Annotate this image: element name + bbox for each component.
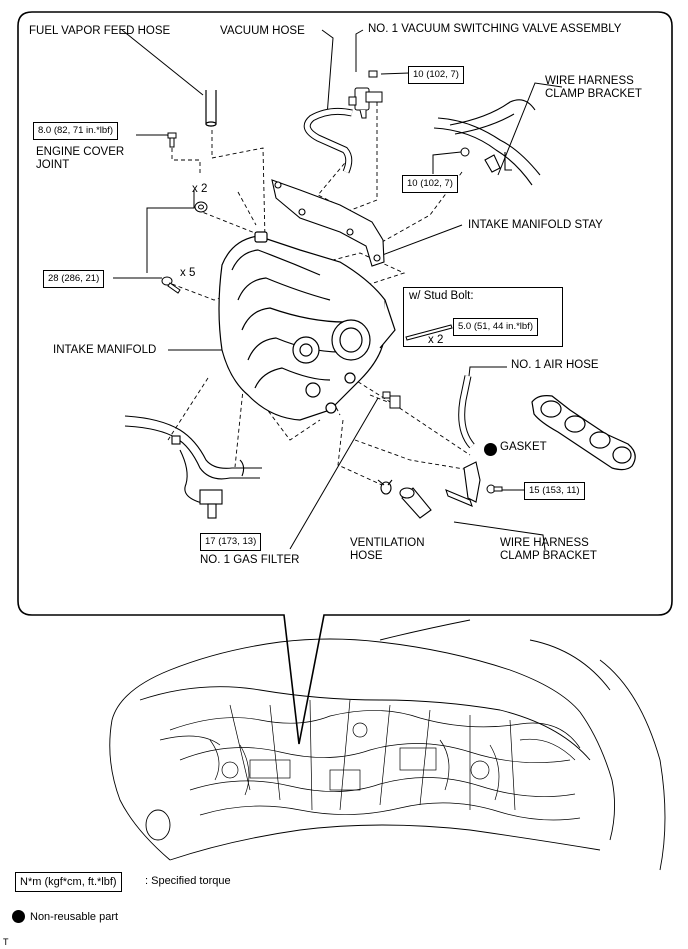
torque-stud-bolt: 5.0 (51, 44 in.*lbf) bbox=[453, 318, 538, 336]
bracket-bolt-bottom bbox=[486, 484, 503, 494]
label-gasket: GASKET bbox=[500, 441, 547, 453]
leader-lines bbox=[113, 29, 563, 551]
engine-cover-joint-part bbox=[167, 132, 177, 148]
stud-bolt-inset bbox=[403, 287, 563, 347]
label-stud-bolt: w/ Stud Bolt: bbox=[409, 290, 474, 302]
fuel-vapor-hose-part bbox=[205, 90, 217, 127]
ventilation-hose-part bbox=[399, 487, 432, 519]
manifold-bolt-part bbox=[161, 276, 181, 294]
label-vacuum-hose: VACUUM HOSE bbox=[220, 25, 305, 37]
intake-manifold-part bbox=[218, 231, 396, 421]
qty-bolts: x 5 bbox=[180, 267, 196, 279]
qty-nut: x 2 bbox=[192, 183, 208, 195]
label-intake-manifold: INTAKE MANIFOLD bbox=[53, 344, 157, 356]
hose-clamp-part bbox=[377, 479, 393, 495]
label-wire-harness-bracket-bottom: WIRE HARNESS CLAMP BRACKET bbox=[500, 537, 597, 562]
torque-engine-cover-joint: 8.0 (82, 71 in.*lbf) bbox=[33, 122, 118, 140]
label-air-hose: NO. 1 AIR HOSE bbox=[511, 359, 599, 371]
footer-code: T bbox=[3, 937, 9, 947]
label-vsv-assembly: NO. 1 VACUUM SWITCHING VALVE ASSEMBLY bbox=[368, 23, 622, 35]
label-fuel-vapor-feed-hose: FUEL VAPOR FEED HOSE bbox=[29, 25, 171, 37]
left-harness-part bbox=[124, 415, 262, 519]
bottom-bracket-part bbox=[445, 461, 481, 507]
gasket-part bbox=[531, 395, 636, 471]
torque-gas-filter: 17 (173, 13) bbox=[200, 533, 262, 551]
qty-stud: x 2 bbox=[428, 334, 444, 346]
vehicle-illustration bbox=[109, 619, 666, 871]
torque-manifold-bolts: 28 (286, 21) bbox=[43, 270, 105, 288]
legend-torque-desc: : Specified torque bbox=[145, 875, 231, 887]
nonreusable-marker bbox=[484, 443, 497, 456]
nut-part bbox=[194, 201, 208, 213]
torque-bracket-top: 10 (102, 7) bbox=[402, 175, 458, 193]
legend-nonreusable-text: Non-reusable part bbox=[30, 911, 119, 923]
label-intake-manifold-stay: INTAKE MANIFOLD STAY bbox=[468, 219, 603, 231]
label-gas-filter: NO. 1 GAS FILTER bbox=[200, 554, 300, 566]
legend-torque-unit: N*m (kgf*cm, ft.*lbf) bbox=[15, 872, 122, 892]
vsv-part bbox=[348, 70, 383, 119]
torque-bracket-bottom: 15 (153, 11) bbox=[524, 482, 585, 500]
bracket-bolt-top bbox=[460, 147, 470, 157]
engine-bay-detail bbox=[159, 699, 581, 821]
manifold-stay-part bbox=[271, 179, 385, 267]
label-ventilation-hose: VENTILATION HOSE bbox=[350, 537, 425, 562]
top-harness-part bbox=[433, 99, 541, 186]
legend-nonreusable-dot bbox=[12, 910, 25, 923]
label-engine-cover-joint: ENGINE COVER JOINT bbox=[36, 146, 125, 171]
stud-bolt-part bbox=[405, 324, 453, 341]
gas-filter-part bbox=[382, 391, 401, 409]
label-wire-harness-bracket-top: WIRE HARNESS CLAMP BRACKET bbox=[545, 75, 642, 100]
torque-vsv: 10 (102, 7) bbox=[408, 66, 464, 84]
